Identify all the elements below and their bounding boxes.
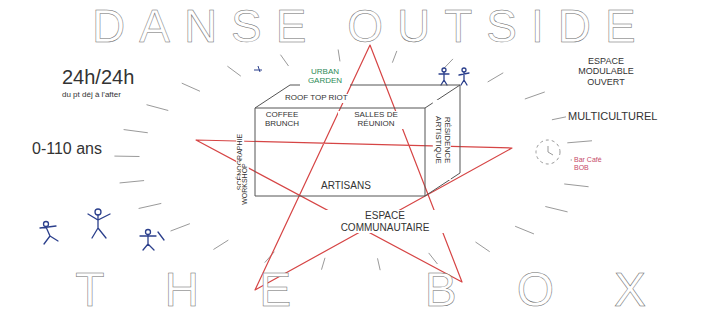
small-star (254, 66, 262, 72)
caption-text: THE BOX (73, 262, 708, 317)
face-label: URBAN GARDEN (300, 68, 350, 86)
ray-stroke (171, 224, 190, 231)
note-label: 24h/24h (60, 66, 136, 89)
face-label: SALLES DE RÉUNION (338, 111, 414, 129)
ray-stroke (565, 184, 589, 187)
note-label: ESPACE MODULABLE OUVERT (558, 56, 654, 87)
ray-stroke (525, 92, 544, 99)
note-label: ESPACE COMMUNAUTAIRE (318, 210, 452, 233)
ray-stroke (120, 181, 144, 183)
ray-stroke (281, 55, 289, 66)
ray-stroke (546, 207, 568, 212)
ray-stroke (228, 66, 241, 76)
ray-stroke (516, 226, 534, 233)
note-label: Bar Café BOB (572, 156, 616, 172)
note-label: du pt déj à l'after (60, 90, 123, 99)
note-label: MULTICULTUREL (566, 110, 659, 123)
ray-stroke (139, 204, 161, 209)
ray-stroke (124, 130, 147, 133)
cube-box: URBAN GARDENROOF TOP RIOTCOFFEE BRUNCHSA… (240, 78, 480, 208)
ray-stroke (488, 73, 503, 82)
clock-sketch (536, 140, 560, 164)
ray-stroke (115, 156, 139, 157)
note-label: WORKSHOP (241, 161, 249, 207)
face-label: COFFEE BRUNCH (258, 111, 306, 129)
face-label: RÉSIDENCE ARTISTIQUE (433, 100, 451, 180)
ray-stroke (429, 253, 437, 264)
ray-stroke (147, 105, 168, 111)
ray-stroke (568, 141, 592, 143)
ray-stroke (182, 83, 200, 91)
title-text: DANSE OUTSIDE (90, 0, 652, 53)
red-star (196, 45, 512, 290)
ray-stroke (393, 51, 397, 62)
face-label: ROOF TOP RIOT (284, 94, 349, 103)
face-label: ARTISANS (320, 180, 372, 191)
note-label: 0-110 ans (30, 140, 104, 158)
dancer-figures (40, 68, 469, 250)
ray-stroke (214, 240, 228, 249)
ray-stroke (476, 242, 490, 251)
